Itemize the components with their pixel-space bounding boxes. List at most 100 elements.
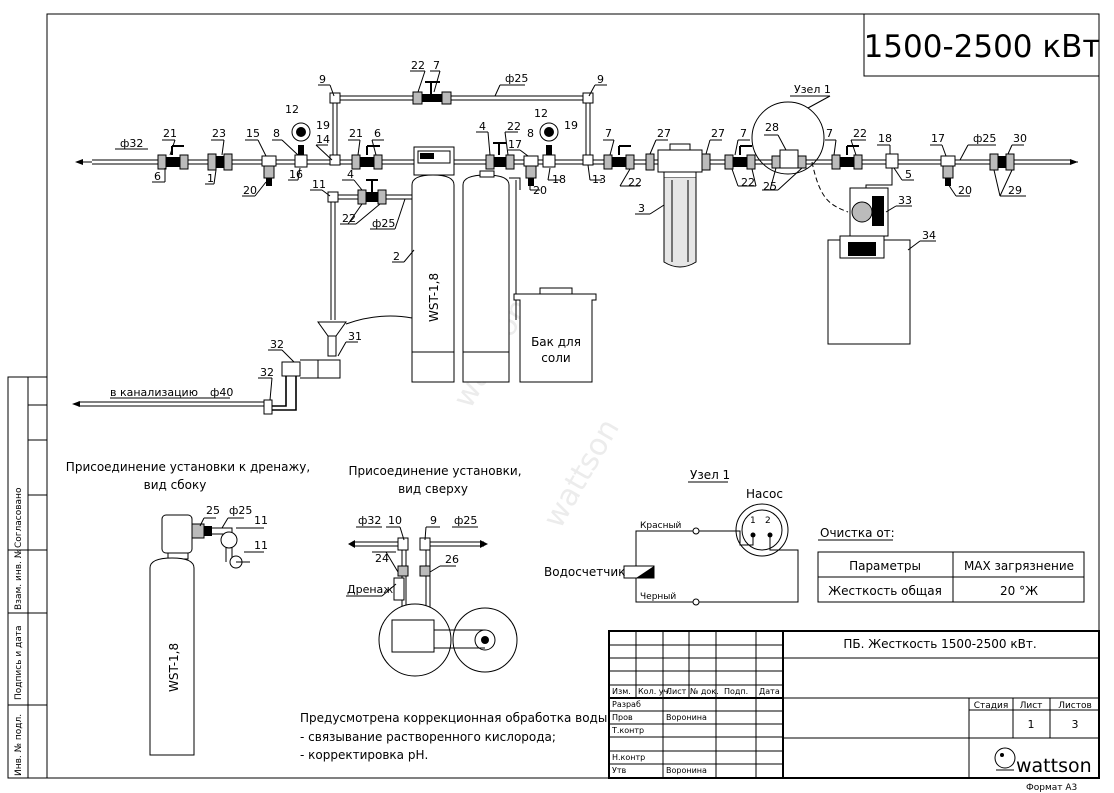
svg-text:№ док.: № док. (690, 687, 719, 696)
svg-text:13: 13 (592, 173, 606, 186)
left-strip: Согласовано Взам. инв. № Подпись и дата … (7, 376, 48, 779)
bypass-pipe-size: ф25 (505, 72, 528, 85)
softener-label: WST-1,8 (427, 273, 441, 322)
node1-circle (751, 101, 825, 175)
note-line-1: Предусмотрена коррекционная обработка во… (300, 711, 611, 725)
node1-label: Узел 1 (794, 83, 831, 96)
svg-text:15: 15 (246, 127, 260, 140)
svg-text:4: 4 (479, 120, 486, 133)
svg-text:Дата: Дата (759, 687, 780, 696)
cleaning-table (817, 551, 1085, 603)
svg-text:4: 4 (347, 168, 354, 181)
watermark-2: wattson (537, 413, 627, 534)
svg-text:7: 7 (826, 127, 833, 140)
inlet-pipe-size: ф32 (120, 137, 143, 150)
main-pipeline (75, 81, 1078, 166)
svg-text:22: 22 (342, 212, 356, 225)
svg-text:22: 22 (507, 120, 521, 133)
drain-label: в канализацию (110, 386, 198, 399)
svg-text:7: 7 (605, 127, 612, 140)
svg-text:Пров: Пров (612, 713, 633, 722)
strip-inventory: Инв. № подл. (14, 714, 24, 776)
logo-text: wattson (1016, 755, 1092, 777)
drain-side-tank-label: WST-1,8 (167, 643, 181, 692)
svg-text:Воронина: Воронина (666, 713, 707, 722)
svg-text:28: 28 (765, 121, 779, 134)
strip-signature: Подпись и дата (14, 625, 24, 700)
top-view-c26: 26 (445, 553, 459, 566)
svg-text:Подп.: Подп. (724, 687, 748, 696)
top-view-title-1: Присоединение установки, (348, 464, 521, 478)
svg-text:29: 29 (1008, 184, 1022, 197)
drain-side-title-1: Присоединение установки к дренажу, (66, 460, 310, 474)
outlet-pipe-size: ф25 (973, 132, 996, 145)
top-view-title-2: вид сверху (398, 482, 468, 496)
svg-text:6: 6 (374, 127, 381, 140)
svg-text:1: 1 (207, 172, 214, 185)
svg-text:8: 8 (527, 127, 534, 140)
svg-text:27: 27 (711, 127, 725, 140)
svg-text:3: 3 (638, 202, 645, 215)
note-line-2: - связывание растворенного кислорода; (300, 730, 556, 744)
cleaning-row-value: 20 °Ж (1000, 584, 1038, 598)
cleaning-header-max: MAX загрязнение (964, 559, 1074, 573)
strip-agreed: Согласовано (14, 487, 24, 548)
drain-pipe-size: ф40 (210, 386, 233, 399)
svg-text:Изм.: Изм. (612, 687, 631, 696)
top-view-out-pipe: ф25 (454, 514, 477, 527)
power-title-box (863, 13, 1100, 77)
svg-text:7: 7 (433, 59, 440, 72)
svg-text:22: 22 (741, 176, 755, 189)
drain-side-title-2: вид сбоку (144, 478, 207, 492)
svg-text:20: 20 (243, 184, 257, 197)
svg-text:Кол. уч.: Кол. уч. (638, 687, 671, 696)
svg-text:5: 5 (905, 168, 912, 181)
callout-leaders (152, 70, 1026, 401)
stage-header: Стадия (974, 701, 1009, 711)
main-line-fittings (157, 122, 1015, 186)
svg-text:32: 32 (270, 338, 284, 351)
svg-text:2: 2 (393, 250, 400, 263)
pin1-label: 1 (750, 516, 756, 526)
svg-text:21: 21 (349, 127, 363, 140)
brine-label-2: соли (541, 351, 570, 365)
svg-text:9: 9 (597, 73, 604, 86)
sheet-header: Лист (1020, 701, 1043, 711)
sheet-count: 3 (1072, 718, 1079, 731)
svg-text:7: 7 (740, 127, 747, 140)
svg-text:17: 17 (931, 132, 945, 145)
svg-text:18: 18 (552, 173, 566, 186)
power-title: 1500-2500 кВт (864, 29, 1101, 65)
svg-text:Н.контр: Н.контр (612, 753, 645, 762)
svg-text:20: 20 (958, 184, 972, 197)
drain-side-c11b: 11 (254, 539, 268, 552)
drain-branch (72, 179, 413, 415)
svg-text:11: 11 (312, 178, 326, 191)
drain-side-pipe: ф25 (229, 504, 252, 517)
note-line-3: - корректировка рН. (300, 748, 428, 762)
svg-text:17: 17 (508, 138, 522, 151)
svg-text:Т.контр: Т.контр (611, 726, 644, 735)
top-view-drain: Дренаж (347, 583, 393, 596)
red-wire-label: Красный (640, 521, 682, 531)
svg-text:Лист: Лист (666, 687, 687, 696)
node1-detail-title: Узел 1 (690, 468, 730, 482)
black-wire-label: Черный (640, 592, 676, 602)
doc-title: ПБ. Жесткость 1500-2500 кВт. (843, 637, 1036, 651)
stamp-roles: Разраб Пров Т.контр Н.контр Утв Воронина… (611, 700, 707, 775)
drain-side-view (149, 514, 264, 756)
svg-text:22: 22 (411, 59, 425, 72)
drain-side-c11a: 11 (254, 514, 268, 527)
brine-label-1: Бак для (531, 335, 581, 349)
svg-text:14: 14 (316, 133, 330, 146)
cleaning-row-param: Жесткость общая (828, 584, 942, 598)
sheet-number: 1 (1028, 718, 1035, 731)
svg-text:22: 22 (628, 176, 642, 189)
branch-pipe-size: ф25 (372, 217, 395, 230)
node1-wiring (623, 503, 799, 606)
svg-text:21: 21 (163, 127, 177, 140)
pump-cable (811, 161, 849, 213)
svg-text:6: 6 (154, 170, 161, 183)
svg-text:Воронина: Воронина (666, 766, 707, 775)
